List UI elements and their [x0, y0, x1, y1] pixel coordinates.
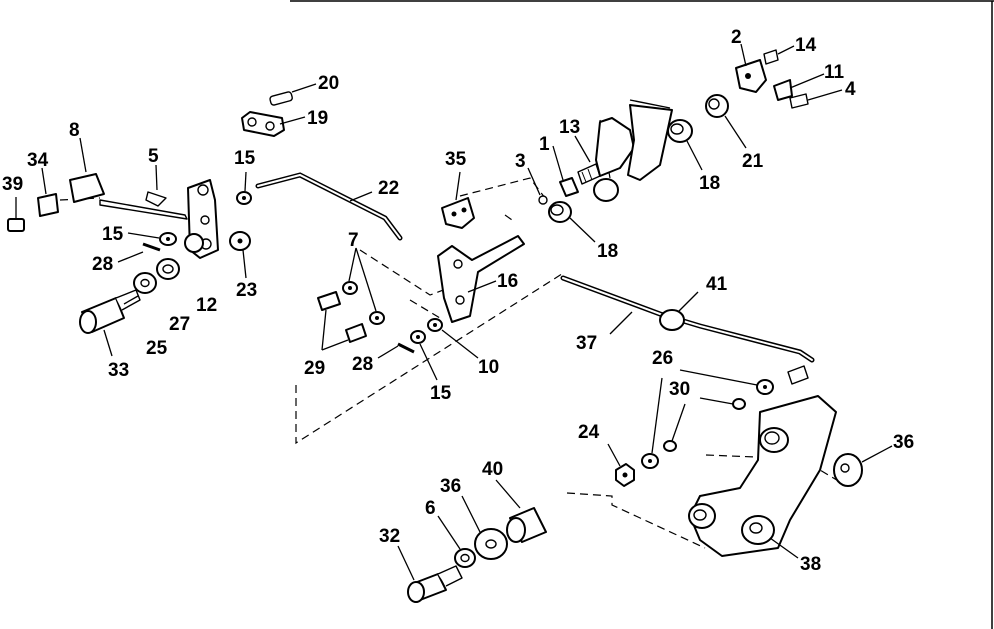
part-14-screw [763, 45, 795, 65]
part-6-washer [437, 515, 476, 568]
part-26-washers [641, 369, 774, 469]
part-40-bushing [495, 479, 547, 543]
part-33-bolt [79, 289, 141, 357]
callout-37: 37 [576, 333, 597, 354]
callout-13: 13 [559, 117, 580, 138]
part-37-rod [560, 275, 815, 363]
part-15-washer-left [127, 232, 177, 246]
part-34-clip [37, 167, 59, 217]
part-3-ball [527, 167, 548, 205]
part-36-washer-right [833, 445, 893, 487]
part-16-bracket [437, 235, 525, 323]
part-35-block [441, 171, 475, 229]
part-27-washer [156, 258, 180, 280]
callout-12: 12 [196, 295, 217, 316]
part-36-washer-lower [461, 495, 508, 560]
part-19-block [241, 111, 306, 137]
callout-2: 2 [731, 27, 742, 48]
part-2-clamp [735, 43, 767, 93]
part-15-washer-upper [236, 171, 252, 205]
callout-14: 14 [795, 35, 817, 56]
callout-33: 33 [108, 360, 129, 381]
part-12-lever-arm [184, 179, 219, 259]
part-25-washer [133, 272, 157, 294]
callout-32: 32 [379, 526, 400, 547]
part-10-washer [427, 318, 479, 359]
callout-15-center: 15 [430, 383, 452, 404]
part-41-ball-joint [659, 291, 699, 331]
part-11-clip [773, 73, 825, 101]
callout-18-lower: 18 [597, 241, 618, 262]
callout-8: 8 [69, 120, 80, 141]
callout-28-center: 28 [352, 354, 373, 375]
callout-3: 3 [515, 151, 526, 172]
part-1-bushing [552, 145, 579, 197]
part-15-washer-center [410, 330, 438, 381]
callout-15-upper: 15 [234, 148, 256, 169]
part-30-washers [663, 397, 746, 452]
callout-30: 30 [669, 379, 690, 400]
callout-23: 23 [236, 280, 257, 301]
part-23-washer [229, 231, 251, 279]
part-20-pin [269, 83, 317, 106]
callout-25: 25 [146, 338, 168, 359]
callout-36-lower: 36 [440, 476, 461, 497]
callout-21: 21 [742, 151, 764, 172]
linkage-housing [593, 99, 673, 202]
callout-15-left: 15 [102, 224, 124, 245]
callout-7: 7 [348, 230, 359, 251]
callout-38: 38 [800, 554, 821, 575]
callout-39: 39 [2, 174, 23, 195]
part-21-bushing [705, 94, 747, 149]
callout-5: 5 [148, 146, 159, 167]
part-24-nut [607, 443, 635, 487]
callout-labels: 1 2 3 4 5 6 7 8 10 11 12 13 14 15 15 15 … [2, 27, 914, 575]
callout-35: 35 [445, 149, 467, 170]
callout-4: 4 [845, 79, 856, 100]
part-5-spring-clip [145, 164, 167, 207]
callout-29: 29 [304, 358, 325, 379]
callout-19: 19 [307, 108, 328, 129]
part-38-bracket [688, 395, 837, 559]
callout-22: 22 [378, 178, 399, 199]
callout-34: 34 [27, 150, 49, 171]
callout-18-upper: 18 [699, 173, 720, 194]
callout-26: 26 [652, 348, 673, 369]
rod-end-threaded [787, 365, 809, 385]
part-18-bushing-upper [667, 119, 703, 171]
callout-16: 16 [497, 271, 518, 292]
part-8-bracket [69, 137, 188, 220]
callout-24: 24 [578, 422, 600, 443]
part-28-pin-left [117, 242, 161, 263]
part-4-screw [789, 89, 843, 109]
part-22-rod [255, 172, 403, 241]
callout-28-left: 28 [92, 254, 113, 275]
callout-40: 40 [482, 459, 503, 480]
callout-27: 27 [169, 314, 190, 335]
callout-1: 1 [539, 134, 550, 155]
part-7-washers [342, 247, 385, 325]
callout-41: 41 [706, 274, 728, 295]
callout-6: 6 [425, 498, 436, 519]
part-39-bolt [7, 197, 25, 232]
part-29-bolts [317, 291, 367, 351]
callout-11: 11 [824, 62, 845, 83]
callout-36-right: 36 [893, 432, 914, 453]
part-32-bolt [397, 545, 463, 603]
part-18-bushing-lower [548, 201, 596, 243]
callout-20: 20 [318, 73, 339, 94]
part-28-pin-center [377, 342, 415, 359]
callout-10: 10 [478, 357, 499, 378]
